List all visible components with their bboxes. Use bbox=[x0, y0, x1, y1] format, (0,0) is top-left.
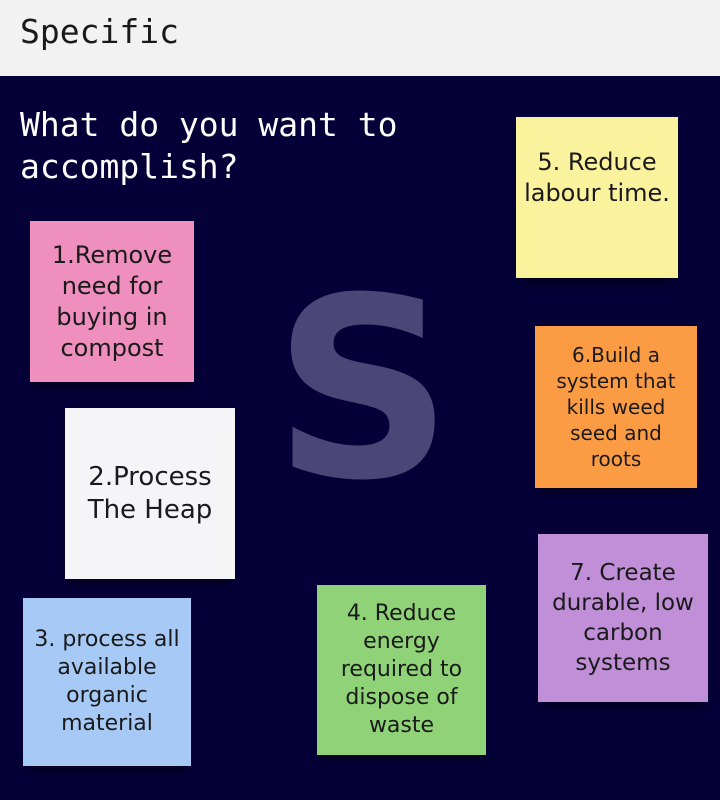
sticky-note-7-text: 7. Create durable, low carbon systems bbox=[552, 560, 694, 676]
frame-header: Specific bbox=[0, 0, 720, 76]
frame-title: Specific bbox=[20, 12, 179, 51]
sticky-note-7[interactable]: 7. Create durable, low carbon systems bbox=[538, 534, 708, 702]
sticky-note-5[interactable]: 5. Reduce labour time. bbox=[516, 117, 678, 278]
sticky-note-5-text: 5. Reduce labour time. bbox=[524, 148, 670, 207]
sticky-note-1[interactable]: 1.Remove need for buying in compost bbox=[30, 221, 194, 382]
prompt-question: What do you want to accomplish? bbox=[20, 105, 398, 186]
sticky-note-6[interactable]: 6.Build a system that kills weed seed an… bbox=[535, 326, 697, 488]
sticky-note-4[interactable]: 4. Reduce energy required to dispose of … bbox=[317, 585, 486, 755]
sticky-note-2[interactable]: 2.Process The Heap bbox=[65, 408, 235, 579]
letter-s-watermark: S bbox=[272, 244, 454, 535]
sticky-note-6-text: 6.Build a system that kills weed seed an… bbox=[556, 343, 676, 471]
sticky-note-3[interactable]: 3. process all available organic materia… bbox=[23, 598, 191, 766]
sticky-note-4-text: 4. Reduce energy required to dispose of … bbox=[340, 601, 463, 738]
sticky-note-2-text: 2.Process The Heap bbox=[87, 461, 213, 525]
sticky-note-1-text: 1.Remove need for buying in compost bbox=[51, 240, 173, 362]
sticky-note-3-text: 3. process all available organic materia… bbox=[34, 627, 180, 736]
